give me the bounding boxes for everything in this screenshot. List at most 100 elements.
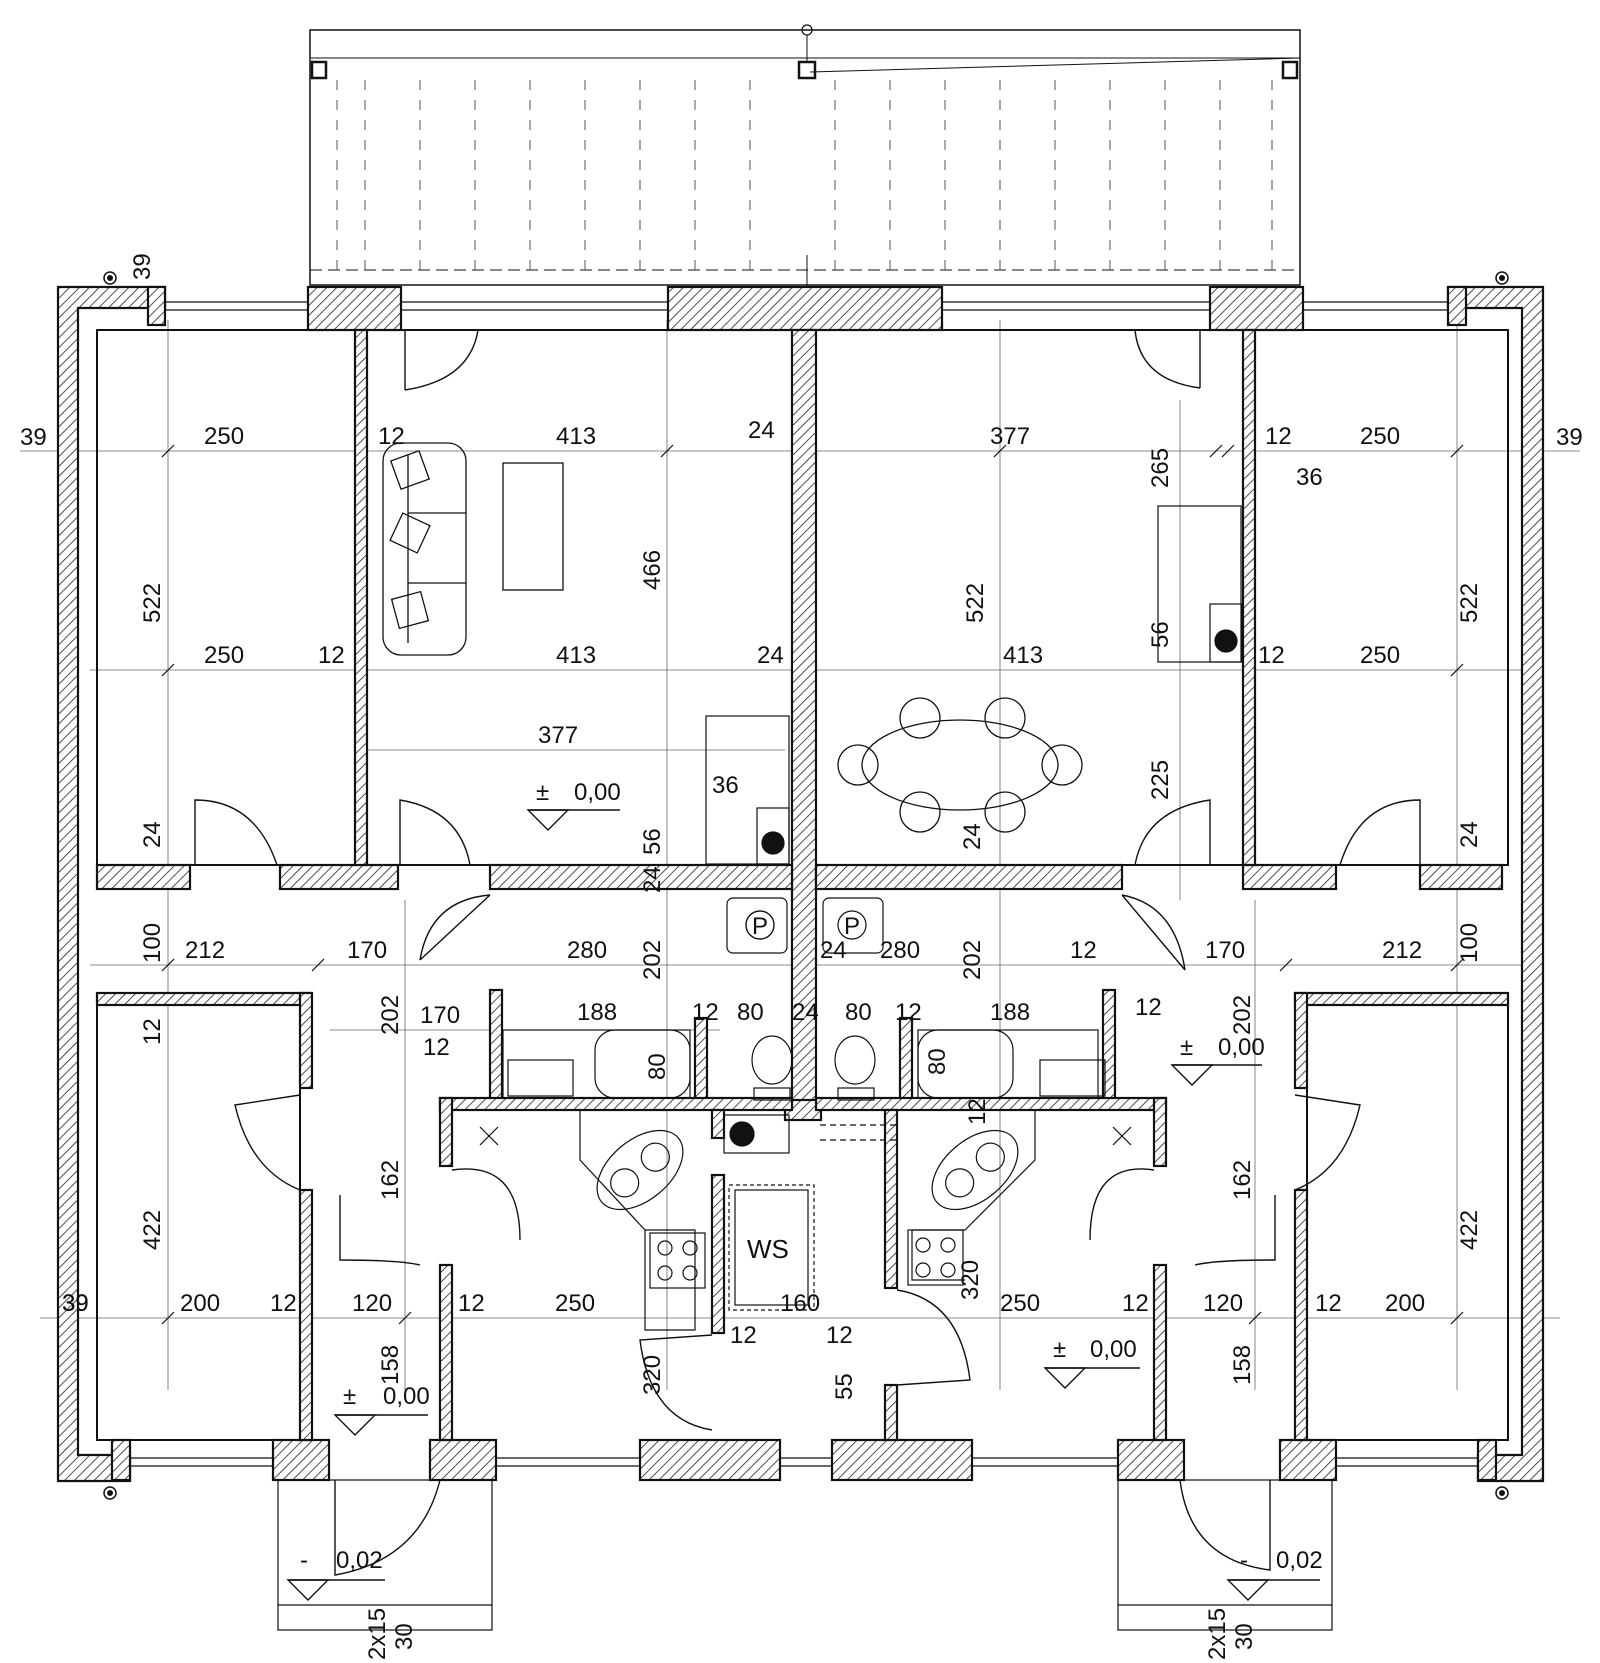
dim-top-1: 12 — [378, 423, 405, 450]
dim-hall-212-left: 212 — [185, 937, 225, 964]
dim-small-4: 24 — [1456, 821, 1483, 848]
dim-h-dining: 522 — [962, 583, 989, 623]
dimension-ticks — [161, 444, 1464, 1325]
level-sign-2: ± — [1053, 1336, 1066, 1363]
dim-mid-4: 413 — [1003, 642, 1043, 669]
dim-mid-0: 250 — [204, 642, 244, 669]
dim-bath-202-left: 202 — [377, 995, 404, 1035]
dim-hall-24: 24 — [820, 937, 847, 964]
dim-outer-tl: 39 — [129, 253, 156, 280]
level-value-5: 0,02 — [1276, 1547, 1323, 1574]
dim-bath-24: 24 — [792, 999, 819, 1026]
level-value-3: 0,00 — [383, 1383, 430, 1410]
dim-stair-right-b: 30 — [1231, 1623, 1258, 1650]
dim-bot-12-a: 12 — [270, 1290, 297, 1317]
dim-hall-170-left: 170 — [347, 937, 387, 964]
dim-kitchen-265: 265 — [1147, 448, 1174, 488]
dim-bm-12-b: 12 — [826, 1322, 853, 1349]
dim-bot-200-left: 200 — [180, 1290, 220, 1317]
dim-bath-188-left: 188 — [577, 999, 617, 1026]
dim-bath-12-far: 12 — [1135, 994, 1162, 1021]
dim-bot-160: 160 — [780, 1290, 820, 1317]
dim-bath-188-right: 188 — [990, 999, 1030, 1026]
coffee-table — [502, 462, 564, 591]
dim-mid-3: 24 — [757, 642, 784, 669]
dim-low-422-right: 422 — [1456, 1210, 1483, 1250]
dim-top-6: 250 — [1360, 423, 1400, 450]
dim-small-2: 24 — [639, 866, 666, 893]
dim-counter-left: 36 — [712, 772, 739, 799]
dim-stair-left-a: 2x15 — [364, 1608, 391, 1660]
level-triangles — [286, 809, 1320, 1601]
dim-h-living: 466 — [639, 550, 666, 590]
terrace — [309, 24, 1301, 300]
dim-bm-320-a: 320 — [639, 1355, 666, 1395]
dim-bm-55: 55 — [831, 1373, 858, 1400]
dim-top-4: 377 — [990, 423, 1030, 450]
walls — [56, 285, 1545, 1483]
dim-hall-12: 12 — [1070, 937, 1097, 964]
dim-bot-12-c: 12 — [1122, 1290, 1149, 1317]
technical-room — [723, 1114, 900, 1311]
level-sign-1: ± — [1180, 1034, 1193, 1061]
dim-hall-212-right: 212 — [1382, 937, 1422, 964]
dim-h-right: 522 — [1456, 583, 1483, 623]
dim-bot-39: 39 — [62, 1290, 89, 1317]
level-value-1: 0,00 — [1218, 1034, 1265, 1061]
dim-stair-right-a: 2x15 — [1204, 1608, 1231, 1660]
dim-hall-100-left: 100 — [139, 923, 166, 963]
dim-top-3: 24 — [748, 417, 775, 444]
dim-small-0: 24 — [139, 821, 166, 848]
dim-hall-170-right: 170 — [1205, 937, 1245, 964]
dim-bm-320-b: 320 — [957, 1260, 984, 1300]
level-sign-0: ± — [536, 779, 549, 806]
level-sign-3: ± — [343, 1383, 356, 1410]
dim-small-3: 24 — [959, 823, 986, 850]
column-markers — [103, 271, 1509, 1500]
dim-bot-120-left: 120 — [352, 1290, 392, 1317]
dim-bath-170: 170 — [420, 1002, 460, 1029]
dim-outer-right: 39 — [1556, 424, 1583, 451]
dim-misc-12-b: 12 — [423, 1034, 450, 1061]
dim-mid-5: 12 — [1258, 642, 1285, 669]
kitchen-counters — [705, 505, 1243, 954]
dim-h-left: 522 — [139, 583, 166, 623]
sofa — [382, 442, 467, 656]
dim-misc-12-a: 12 — [139, 1018, 166, 1045]
dim-misc-80-a: 80 — [644, 1053, 671, 1080]
dim-bot-200-right: 200 — [1385, 1290, 1425, 1317]
dim-hall-100-right: 100 — [1456, 923, 1483, 963]
dim-low-162-left: 162 — [377, 1160, 404, 1200]
dim-bath-202-right: 202 — [1229, 995, 1256, 1035]
laundry-label: WS — [747, 1234, 789, 1264]
level-sign-5: - — [1240, 1547, 1248, 1574]
level-value-0: 0,00 — [574, 779, 621, 806]
dining-table — [837, 697, 1083, 833]
dim-top-0: 250 — [204, 423, 244, 450]
dim-bath-80-right: 80 — [845, 999, 872, 1026]
dim-stair-left-b: 30 — [391, 1623, 418, 1650]
dim-living-lower: 377 — [538, 722, 578, 749]
bathrooms — [502, 1029, 1106, 1101]
kitchen-lower — [452, 1109, 1154, 1331]
dim-counter-right: 36 — [1296, 464, 1323, 491]
dim-bath-12-right: 12 — [895, 999, 922, 1026]
level-value-2: 0,00 — [1090, 1336, 1137, 1363]
dim-bot-12-d: 12 — [1315, 1290, 1342, 1317]
dim-bm-12-a: 12 — [730, 1322, 757, 1349]
entrance-steps — [277, 1479, 1333, 1631]
dim-misc-12-c: 12 — [964, 1098, 991, 1125]
dim-bath-80-left: 80 — [737, 999, 764, 1026]
windows — [130, 301, 1478, 1467]
dim-bath-12-left: 12 — [692, 999, 719, 1026]
dim-top-2: 413 — [556, 423, 596, 450]
dim-outer-bottom-left: 39 — [62, 1290, 89, 1317]
dim-mid-2: 413 — [556, 642, 596, 669]
dim-top-5: 12 — [1265, 423, 1292, 450]
dim-bot-250-right: 250 — [1000, 1290, 1040, 1317]
dim-mid-6: 250 — [1360, 642, 1400, 669]
dim-outer-left: 39 — [20, 424, 47, 451]
dim-low-162-right: 162 — [1229, 1160, 1256, 1200]
dim-misc-80-b: 80 — [924, 1048, 951, 1075]
